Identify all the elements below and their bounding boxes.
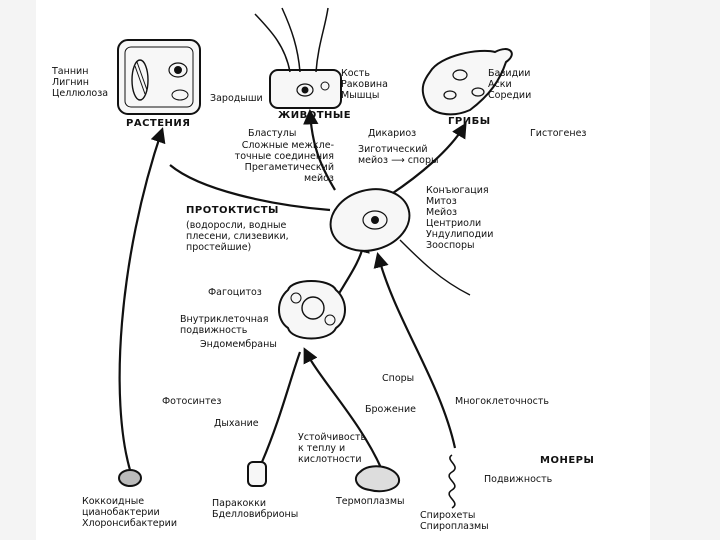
- arrow-spirochetes-to-protists: [373, 252, 457, 449]
- label-intracellular-motility: Внутриклеточная подвижность: [180, 314, 269, 336]
- label-respiration: Дыхание: [214, 418, 259, 429]
- label-multicellularity: Многоклеточность: [455, 396, 550, 407]
- label-coccoid-bacteria: Коккоидные цианобактерии Хлоронсибактери…: [82, 496, 178, 529]
- label-protist-traits: Конъюгация Митоз Мейоз Центриоли Ундулип…: [426, 185, 494, 251]
- label-phagocytosis: Фагоцитоз: [208, 287, 262, 298]
- label-fermentation: Брожение: [365, 404, 416, 415]
- thermoplasma-cell: [354, 465, 401, 493]
- arrow-paracoccus-to-eukaryote: [260, 351, 302, 463]
- arrow-protists-to-plants: [169, 164, 331, 212]
- arrow-bacteria-to-plants: [118, 127, 166, 471]
- label-spores: Споры: [382, 373, 415, 384]
- label-histogenesis: Гистогенез: [530, 128, 587, 139]
- monera-cells: [118, 454, 456, 509]
- label-motility: Подвижность: [484, 474, 553, 485]
- heading-plants: РАСТЕНИЯ: [126, 118, 191, 129]
- coccoid-bacterium: [118, 469, 142, 487]
- label-paracoccus: Паракокки Бделловибрионы: [212, 498, 299, 520]
- animal-cell: [254, 7, 342, 109]
- label-zygotic-meiosis: Зиготический мейоз ⟶ споры: [358, 144, 439, 166]
- label-blastula: Бластулы: [248, 128, 297, 139]
- label-photosynthesis: Фотосинтез: [162, 396, 222, 407]
- label-dikaryosis: Дикариоз: [368, 128, 417, 139]
- label-protist-examples: (водоросли, водные плесени, слизевики, п…: [186, 220, 289, 253]
- left-frame: [0, 0, 36, 540]
- label-heat-acid-resistance: Устойчивость к теплу и кислотности: [298, 432, 367, 465]
- arrow-protists-to-animals: [303, 108, 336, 191]
- label-animals-traits: Кость Раковина Мышцы: [341, 68, 388, 101]
- right-frame: [650, 0, 720, 540]
- heading-fungi: ГРИБЫ: [448, 116, 491, 127]
- spirochete-cell: [448, 454, 456, 509]
- protist-cell: [329, 188, 471, 296]
- heading-monera: МОНЕРЫ: [540, 455, 595, 466]
- plant-cell: [117, 39, 201, 115]
- label-spirochetes: Спирохеты Спироплазмы: [420, 510, 489, 532]
- label-cell-junctions: Сложные межкле- точные соединения Прегам…: [234, 140, 334, 184]
- label-plants-traits: Таннин Лигнин Целлюлоза: [52, 66, 109, 99]
- paracoccus-cell: [247, 461, 267, 487]
- fungal-cell: [421, 48, 513, 116]
- label-endomembranes: Эндомембраны: [200, 339, 277, 350]
- label-embryos: Зародыши: [210, 93, 263, 104]
- arrow-thermoplasma-to-eukaryote: [303, 347, 384, 471]
- label-thermoplasma: Термоплазмы: [336, 496, 405, 507]
- heading-animals: ЖИВОТНЫЕ: [278, 110, 352, 121]
- heading-protists: ПРОТОКТИСТЫ: [186, 205, 279, 216]
- eukaryote-ancestor-cell: [278, 280, 346, 340]
- arrow-protists-to-fungi: [389, 122, 467, 196]
- label-fungi-traits: Базидии Аски Соредии: [488, 68, 532, 101]
